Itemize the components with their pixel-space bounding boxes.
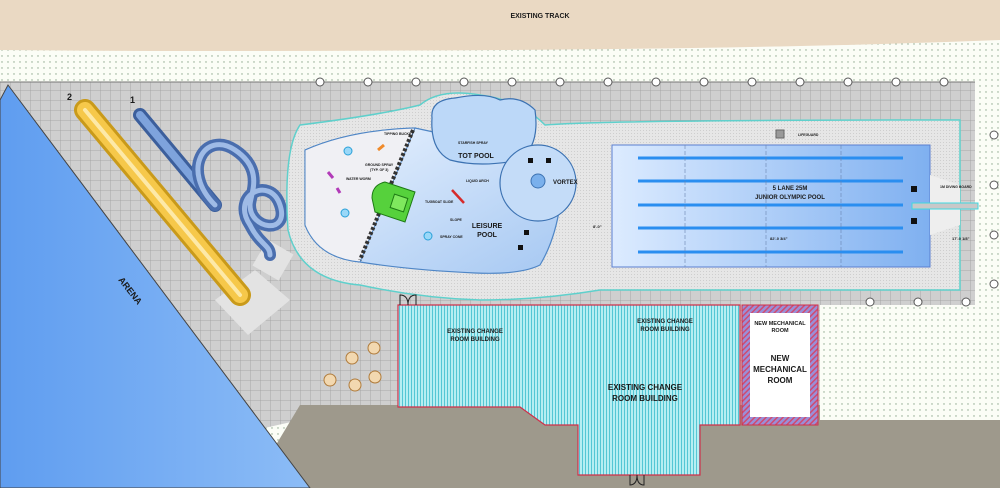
- tugboat-slide-label: TUGBOAT SLIDE: [425, 200, 454, 204]
- change-room-label: EXISTING CHANGE: [637, 319, 693, 325]
- lap-pool-label: JUNIOR OLYMPIC POOL: [755, 195, 825, 201]
- lap-pool-label: 5 LANE 25M: [773, 186, 808, 192]
- lane-ropes: [638, 156, 903, 254]
- door-icon: [399, 294, 417, 306]
- slide-2-label: 2: [67, 92, 72, 102]
- diving-board-label: 1M DIVING BOARD: [940, 185, 972, 189]
- vortex-center: [530, 173, 546, 189]
- tot-pool-label: TOT POOL: [458, 153, 494, 160]
- existing-track-label: EXISTING TRACK: [510, 13, 569, 20]
- change-room-label: EXISTING CHANGE: [447, 329, 503, 335]
- change-room-label: ROOM BUILDING: [640, 327, 690, 333]
- mechanical-room-label: NEW: [771, 354, 790, 363]
- liquid-arch-icon: [451, 189, 465, 204]
- patio-tables: [323, 341, 382, 392]
- door-icon: [629, 474, 645, 486]
- zero-depth-area: [304, 127, 416, 263]
- ground-spray-icon: [340, 208, 350, 218]
- water-worm-icon: [326, 171, 342, 194]
- fence-posts: [315, 77, 999, 307]
- existing-change-room-building: [397, 304, 741, 476]
- mechanical-room-label: ROOM: [771, 328, 789, 334]
- arena-area: [0, 84, 311, 488]
- slope-label: SLOPE: [450, 218, 463, 222]
- mechanical-room-label: ROOM: [768, 376, 793, 385]
- spray-cone-icon: [423, 231, 433, 241]
- tugboat-slide: [371, 181, 416, 223]
- tot-pool: [431, 94, 537, 165]
- mechanical-room-label: MECHANICAL: [753, 365, 807, 374]
- ground-spray-icon: [343, 146, 353, 156]
- tipping-bucket-label: TIPPING BUCKET: [384, 132, 414, 136]
- change-room-label: ROOM BUILDING: [450, 337, 500, 343]
- diving-board: [911, 202, 979, 210]
- slide-1-label: 1: [130, 95, 135, 105]
- spray-cone-label: SPRAY CONE: [440, 235, 463, 239]
- change-room-label: EXISTING CHANGE: [608, 383, 683, 392]
- existing-track: [0, 0, 1000, 51]
- starfish-spray-label: STARFISH SPRAY: [458, 141, 489, 145]
- vortex-label: VORTEX: [553, 180, 578, 186]
- landscape-area-right: [820, 305, 1000, 420]
- deck-dim: 8'-0": [593, 224, 602, 229]
- change-room-label: ROOM BUILDING: [612, 394, 678, 403]
- leisure-pool-label: LEISURE: [472, 223, 503, 230]
- diving-area-dim: 17'-0 1/8": [952, 236, 970, 241]
- lifeguard-label: LIFEGUARD: [798, 133, 819, 137]
- tipping-bucket-icon: [377, 143, 385, 152]
- water-worm-label: WATER WORM: [346, 177, 371, 181]
- mechanical-room-label: NEW MECHANICAL: [754, 321, 806, 327]
- ground-spray-note: (TYP. OF 3): [370, 168, 388, 172]
- liquid-arch-label: LIQUID ARCH: [466, 179, 489, 183]
- lap-pool-length-dim: 82'-0 3/4": [770, 236, 788, 241]
- leisure-pool-label: POOL: [477, 232, 498, 239]
- ground-spray-label: GROUND SPRAY: [365, 163, 394, 167]
- lifeguard-chair: [775, 129, 785, 139]
